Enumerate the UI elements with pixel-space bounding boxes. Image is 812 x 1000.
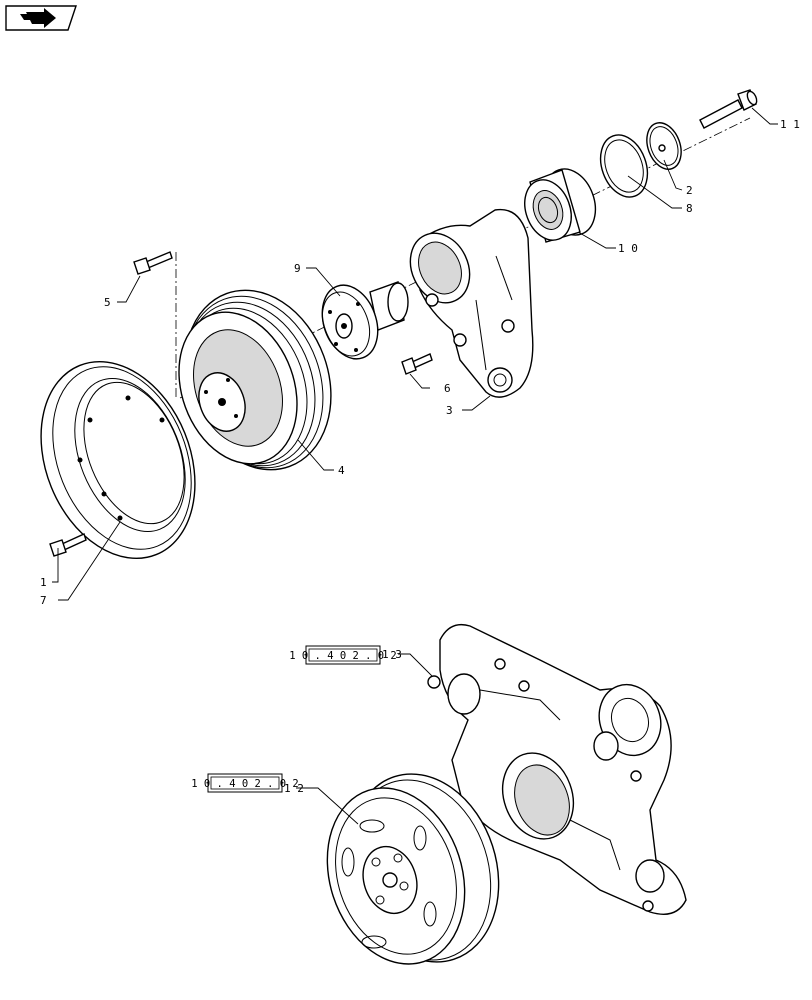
pulley-ring-part — [40, 360, 196, 560]
bearing-part — [524, 168, 597, 243]
bolt-6-part — [401, 353, 433, 375]
callout-3: 3 — [446, 404, 453, 417]
arrow-icon — [20, 8, 56, 28]
hub-shaft-part — [321, 281, 409, 360]
bolt-5-part — [133, 251, 173, 275]
crankshaft-damper-part — [326, 773, 500, 965]
callout-9: 9 — [294, 262, 301, 275]
callout-13: 1 3 — [382, 648, 402, 661]
bolt-1-part — [49, 533, 87, 557]
leader-lines — [52, 107, 778, 825]
callout-5: 5 — [104, 296, 111, 309]
tensioner-bracket-part — [409, 208, 534, 398]
reference-box-12[interactable]: 1 0 . 4 0 2 . 0 2 — [191, 773, 299, 793]
callout-1: 1 — [40, 576, 47, 589]
callout-4: 4 — [338, 464, 345, 477]
callout-11: 1 1 — [780, 118, 800, 131]
timing-cover-part — [427, 623, 687, 915]
belt-pulley-part — [178, 289, 332, 471]
reference-box-13[interactable]: 1 0 . 4 0 2 . 0 2 — [289, 645, 397, 665]
reference-text-12: 1 0 . 4 0 2 . 0 2 — [191, 778, 298, 790]
nav-arrow-button[interactable] — [5, 5, 77, 31]
callout-7: 7 — [40, 594, 47, 607]
reference-text-13: 1 0 . 4 0 2 . 0 2 — [289, 650, 396, 662]
callout-10: 1 0 — [618, 242, 638, 255]
callout-6: 6 — [444, 382, 451, 395]
callout-2: 2 — [686, 184, 693, 197]
callout-labels: 1 2 3 4 5 6 7 8 9 1 0 1 1 1 2 1 3 — [40, 118, 800, 795]
long-bolt-part — [699, 89, 758, 129]
callout-12: 1 2 — [284, 782, 304, 795]
washer-plate-part — [646, 122, 682, 170]
callout-8: 8 — [686, 202, 693, 215]
